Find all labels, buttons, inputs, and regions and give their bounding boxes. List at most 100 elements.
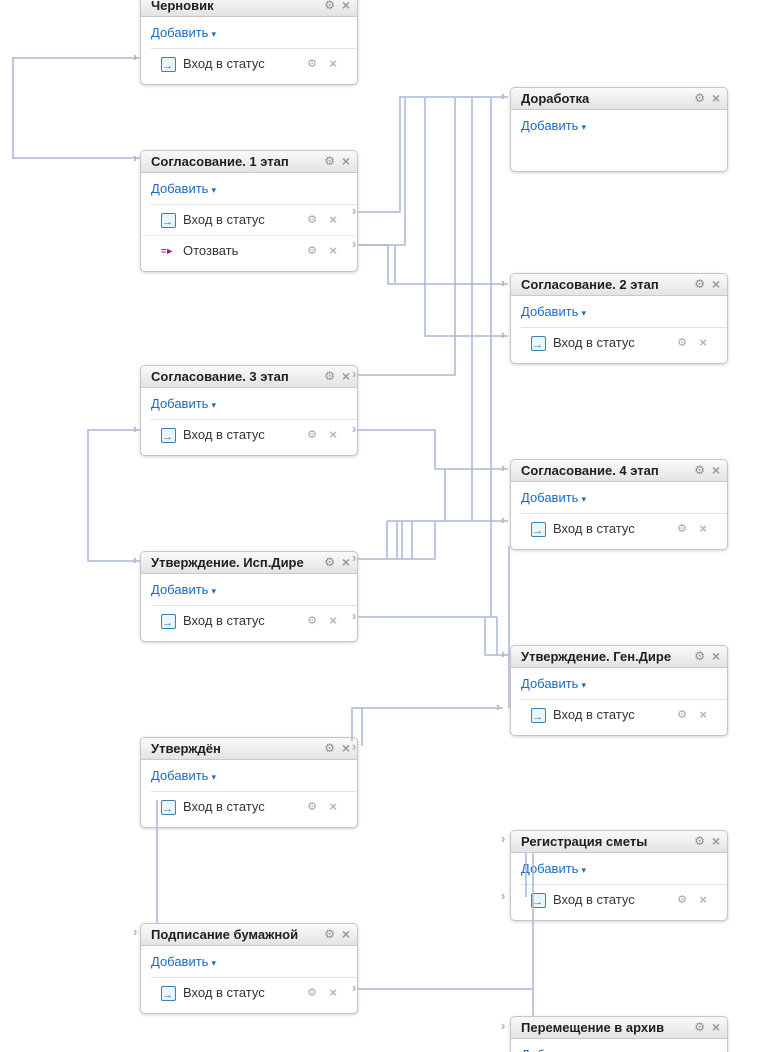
connector-stub-icon[interactable]: › (133, 49, 138, 64)
gear-icon[interactable]: ⚙ (307, 58, 317, 70)
action-row-enter-status[interactable]: →Вход в статус⚙× (141, 420, 357, 450)
gear-icon[interactable]: ⚙ (307, 245, 317, 257)
chevron-down-icon[interactable]: ▾ (211, 958, 216, 968)
gear-icon[interactable]: ⚙ (324, 741, 335, 755)
connector-stub-icon[interactable]: › (133, 421, 138, 436)
add-link[interactable]: Добавить (521, 676, 579, 691)
action-row-recall[interactable]: =►Отозвать⚙× (141, 235, 357, 266)
close-icon[interactable]: × (341, 153, 350, 169)
action-row-enter-status[interactable]: →Вход в статус⚙× (511, 885, 727, 915)
add-link[interactable]: Добавить (521, 1047, 578, 1052)
connector-stub-icon[interactable]: › (501, 888, 506, 903)
close-icon[interactable]: × (329, 56, 337, 71)
connector-stub-icon[interactable]: › (501, 1018, 506, 1033)
status-box-header[interactable]: Согласование. 4 этап⚙× (511, 460, 727, 482)
gear-icon[interactable]: ⚙ (307, 987, 317, 999)
status-box-header[interactable]: Доработка⚙× (511, 88, 727, 110)
status-box-header[interactable]: Согласование. 1 этап⚙× (141, 151, 357, 173)
action-row-enter-status[interactable]: →Вход в статус⚙× (511, 700, 727, 730)
add-link[interactable]: Добавить (521, 861, 579, 876)
add-link[interactable]: Добавить (521, 304, 579, 319)
chevron-down-icon[interactable]: ▾ (581, 308, 586, 318)
close-icon[interactable]: × (341, 0, 350, 13)
close-icon[interactable]: × (699, 335, 707, 350)
connector-stub-icon[interactable]: › (501, 275, 506, 290)
chevron-down-icon[interactable]: ▾ (211, 185, 216, 195)
connector-stub-icon[interactable]: › (133, 150, 138, 165)
action-row-enter-status[interactable]: →Вход в статус⚙× (141, 205, 357, 235)
gear-icon[interactable]: ⚙ (324, 369, 335, 383)
gear-icon[interactable]: ⚙ (677, 337, 687, 349)
gear-icon[interactable]: ⚙ (307, 214, 317, 226)
connector-stub-icon[interactable]: › (352, 366, 357, 381)
close-icon[interactable]: × (341, 926, 350, 942)
close-icon[interactable]: × (329, 985, 337, 1000)
close-icon[interactable]: × (711, 833, 720, 849)
gear-icon[interactable]: ⚙ (677, 894, 687, 906)
chevron-down-icon[interactable]: ▾ (581, 865, 586, 875)
connector-stub-icon[interactable]: › (352, 203, 357, 218)
connector-stub-icon[interactable]: › (501, 646, 506, 661)
gear-icon[interactable]: ⚙ (694, 463, 705, 477)
connector-stub-icon[interactable]: › (501, 831, 506, 846)
status-box-header[interactable]: Утверждён⚙× (141, 738, 357, 760)
gear-icon[interactable]: ⚙ (324, 154, 335, 168)
connector-stub-icon[interactable]: › (352, 980, 357, 995)
close-icon[interactable]: × (329, 613, 337, 628)
gear-icon[interactable]: ⚙ (694, 649, 705, 663)
connector-stub-icon[interactable]: › (352, 550, 357, 565)
close-icon[interactable]: × (329, 427, 337, 442)
close-icon[interactable]: × (341, 740, 350, 756)
chevron-down-icon[interactable]: ▾ (581, 122, 586, 132)
add-link[interactable]: Добавить (151, 396, 209, 411)
status-box-header[interactable]: Перемещение в архив⚙× (511, 1017, 727, 1039)
status-box-header[interactable]: Согласование. 2 этап⚙× (511, 274, 727, 296)
close-icon[interactable]: × (329, 799, 337, 814)
connector-stub-icon[interactable]: › (501, 512, 506, 527)
status-box-header[interactable]: Черновик⚙× (141, 0, 357, 17)
chevron-down-icon[interactable]: ▾ (581, 680, 586, 690)
add-link[interactable]: Добавить (521, 118, 579, 133)
connector-stub-icon[interactable]: › (501, 460, 506, 475)
close-icon[interactable]: × (699, 521, 707, 536)
gear-icon[interactable]: ⚙ (694, 277, 705, 291)
chevron-down-icon[interactable]: ▾ (211, 400, 216, 410)
gear-icon[interactable]: ⚙ (324, 555, 335, 569)
add-link[interactable]: Добавить (151, 582, 209, 597)
connector-stub-icon[interactable]: › (352, 421, 357, 436)
add-link[interactable]: Добавить (151, 768, 209, 783)
action-row-enter-status[interactable]: →Вход в статус⚙× (511, 328, 727, 358)
add-link[interactable]: Добавить (151, 181, 209, 196)
close-icon[interactable]: × (711, 276, 720, 292)
gear-icon[interactable]: ⚙ (307, 801, 317, 813)
status-box-header[interactable]: Согласование. 3 этап⚙× (141, 366, 357, 388)
gear-icon[interactable]: ⚙ (694, 1020, 705, 1034)
connector-stub-icon[interactable]: › (352, 236, 357, 251)
connector-stub-icon[interactable]: › (501, 327, 506, 342)
chevron-down-icon[interactable]: ▾ (211, 586, 216, 596)
gear-icon[interactable]: ⚙ (324, 0, 335, 12)
connector-stub-icon[interactable]: › (352, 608, 357, 623)
add-link[interactable]: Добавить (521, 490, 579, 505)
action-row-enter-status[interactable]: →Вход в статус⚙× (511, 514, 727, 544)
chevron-down-icon[interactable]: ▾ (581, 494, 586, 504)
connector-stub-icon[interactable]: › (352, 739, 357, 754)
close-icon[interactable]: × (329, 243, 337, 258)
connector-stub-icon[interactable]: › (501, 88, 506, 103)
close-icon[interactable]: × (341, 554, 350, 570)
action-row-enter-status[interactable]: →Вход в статус⚙× (141, 978, 357, 1008)
status-box-header[interactable]: Подписание бумажной⚙× (141, 924, 357, 946)
gear-icon[interactable]: ⚙ (677, 709, 687, 721)
gear-icon[interactable]: ⚙ (694, 834, 705, 848)
close-icon[interactable]: × (341, 368, 350, 384)
close-icon[interactable]: × (711, 648, 720, 664)
close-icon[interactable]: × (699, 892, 707, 907)
close-icon[interactable]: × (711, 462, 720, 478)
status-box-header[interactable]: Утверждение. Ген.Дире⚙× (511, 646, 727, 668)
connector-stub-icon[interactable]: › (133, 552, 138, 567)
action-row-enter-status[interactable]: →Вход в статус⚙× (141, 49, 357, 79)
connector-stub-icon[interactable]: › (496, 699, 501, 714)
add-link[interactable]: Добавить (151, 25, 209, 40)
action-row-enter-status[interactable]: →Вход в статус⚙× (141, 606, 357, 636)
chevron-down-icon[interactable]: ▾ (211, 772, 216, 782)
